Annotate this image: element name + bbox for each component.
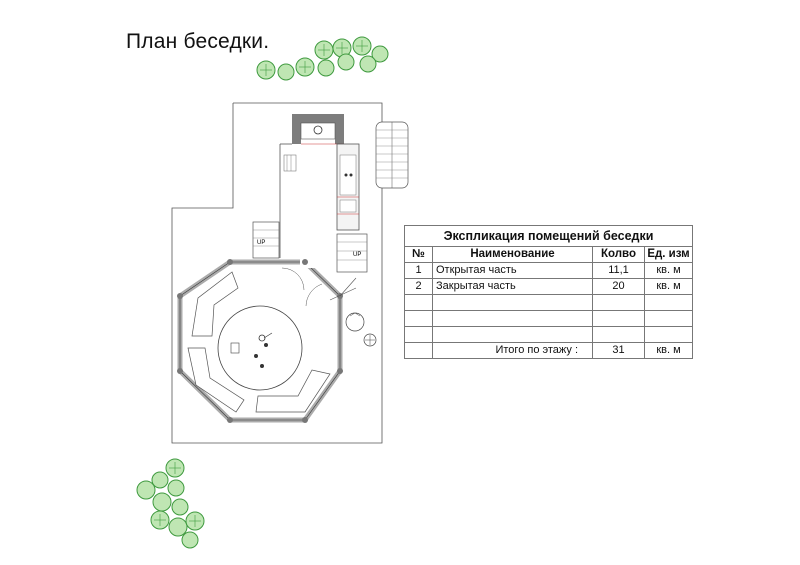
total-unit: кв. м — [644, 342, 693, 359]
table-row-empty — [404, 326, 693, 343]
row-qty: 11,1 — [592, 262, 645, 279]
tree-hatching — [260, 40, 368, 76]
stairs-right: UP — [336, 233, 368, 273]
table-caption: Экспликация помещений беседки — [404, 225, 693, 247]
barbecue-block — [292, 114, 344, 145]
trees-bottom — [136, 458, 205, 549]
site-boundary — [171, 102, 383, 444]
row-unit: кв. м — [644, 278, 693, 295]
table-total-row: Итого по этажу : 31 кв. м — [404, 342, 693, 359]
total-qty: 31 — [592, 342, 645, 359]
garden-objects — [345, 312, 377, 347]
explication-table: Экспликация помещений беседки № Наименов… — [404, 225, 693, 359]
trees-top — [256, 36, 389, 81]
table-row: 2 Закрытая часть 20 кв. м — [404, 278, 693, 295]
table-row-empty — [404, 294, 693, 311]
row-num: 1 — [404, 262, 433, 279]
stair-up-label: UP — [257, 240, 265, 246]
row-num: 2 — [404, 278, 433, 295]
table-row: 1 Открытая часть 11,1 кв. м — [404, 262, 693, 279]
stairs-left: UP — [252, 221, 280, 259]
ribbed-barrel — [375, 121, 409, 189]
stair-up-label: UP — [353, 252, 361, 258]
total-label: Итого по этажу : — [432, 342, 593, 359]
col-header-name: Наименование — [432, 246, 593, 263]
tree-hatching — [154, 462, 201, 527]
kitchen-counter — [336, 143, 360, 231]
col-header-qty: Колво — [592, 246, 645, 263]
col-header-num: № — [404, 246, 433, 263]
bench-element — [283, 154, 297, 172]
col-header-unit: Ед. изм — [644, 246, 693, 263]
row-qty: 20 — [592, 278, 645, 295]
row-name: Открытая часть — [432, 262, 593, 279]
table-row-empty — [404, 310, 693, 327]
row-name: Закрытая часть — [432, 278, 593, 295]
page-title: План беседки. — [126, 30, 270, 53]
row-unit: кв. м — [644, 262, 693, 279]
octagonal-gazebo — [177, 256, 343, 423]
